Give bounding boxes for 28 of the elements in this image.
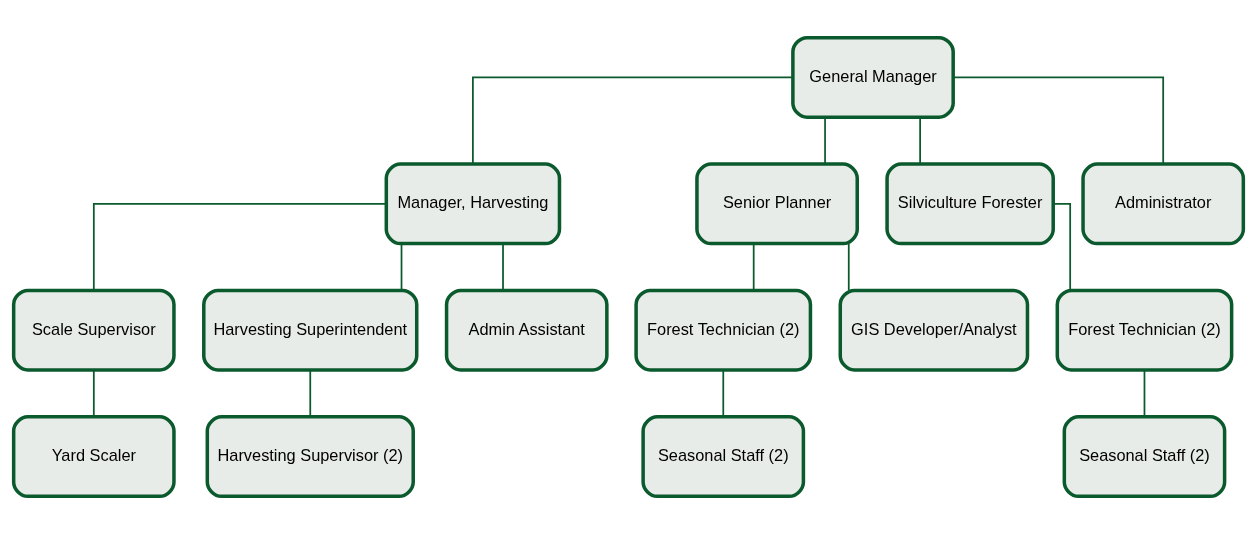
connector <box>722 368 725 417</box>
connector <box>92 368 95 417</box>
node-box: GIS Developer/Analyst <box>838 288 1030 372</box>
node-box: Senior Planner <box>695 161 859 245</box>
node-box: Administrator <box>1081 161 1246 245</box>
node-box: Yard Scaler <box>11 414 176 498</box>
node-box: Seasonal Staff (2) <box>1062 414 1227 498</box>
connector <box>824 116 826 165</box>
connector <box>92 202 387 291</box>
node-box: Harvesting Superintendent <box>202 288 419 372</box>
connector <box>847 242 850 291</box>
node-box: Harvesting Supervisor (2) <box>205 414 415 498</box>
connector <box>952 76 1165 165</box>
connector <box>919 116 921 165</box>
node-box: Seasonal Staff (2) <box>641 414 806 498</box>
node-box: Forest Technician (2) <box>1055 288 1234 372</box>
node-box: Manager, Harvesting <box>384 161 562 245</box>
connector <box>1143 368 1146 417</box>
node-box: Forest Technician (2) <box>634 288 813 372</box>
node-box: Admin Assistant <box>444 288 609 372</box>
connector <box>472 76 794 165</box>
connector <box>400 242 403 291</box>
connector <box>309 368 312 417</box>
connector <box>752 242 755 291</box>
connector <box>502 242 504 291</box>
node-box: General Manager <box>791 35 955 119</box>
node-box: Silviculture Forester <box>885 161 1055 245</box>
node-box: Scale Supervisor <box>11 288 176 372</box>
